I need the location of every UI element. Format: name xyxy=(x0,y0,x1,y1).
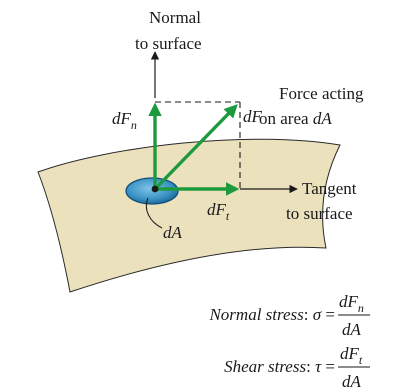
normal-stress-equation: Normal stress: σ = dFn dA xyxy=(208,292,370,339)
tangent-label-line1: Tangent xyxy=(302,179,357,198)
normal-stress-numerator: dFn xyxy=(339,292,364,315)
normal-label-line1: Normal xyxy=(149,8,201,27)
dA-label: dA xyxy=(163,223,183,242)
force-label-line1: Force acting xyxy=(279,84,364,103)
dFn-label: dFn xyxy=(112,109,137,132)
shear-stress-numerator: dFt xyxy=(340,344,363,367)
dFt-label: dFt xyxy=(207,200,230,223)
dF-vector xyxy=(153,104,238,191)
shear-stress-denominator: dA xyxy=(342,372,362,391)
normal-label-line2: to surface xyxy=(135,34,202,53)
normal-stress-denominator: dA xyxy=(342,320,362,339)
shear-stress-equation: Shear stress: τ = dFt dA xyxy=(224,344,370,391)
tangent-label-line2: to surface xyxy=(286,204,353,223)
force-label-line2: on area dA xyxy=(259,109,332,128)
svg-text:Shear stress: τ =: Shear stress: τ = xyxy=(224,357,335,376)
area-ellipse xyxy=(125,177,179,205)
dA-leader xyxy=(145,197,163,229)
origin-point xyxy=(151,185,159,193)
dF-label: dF xyxy=(243,107,263,126)
svg-text:Normal stress: σ =: Normal stress: σ = xyxy=(208,305,335,324)
